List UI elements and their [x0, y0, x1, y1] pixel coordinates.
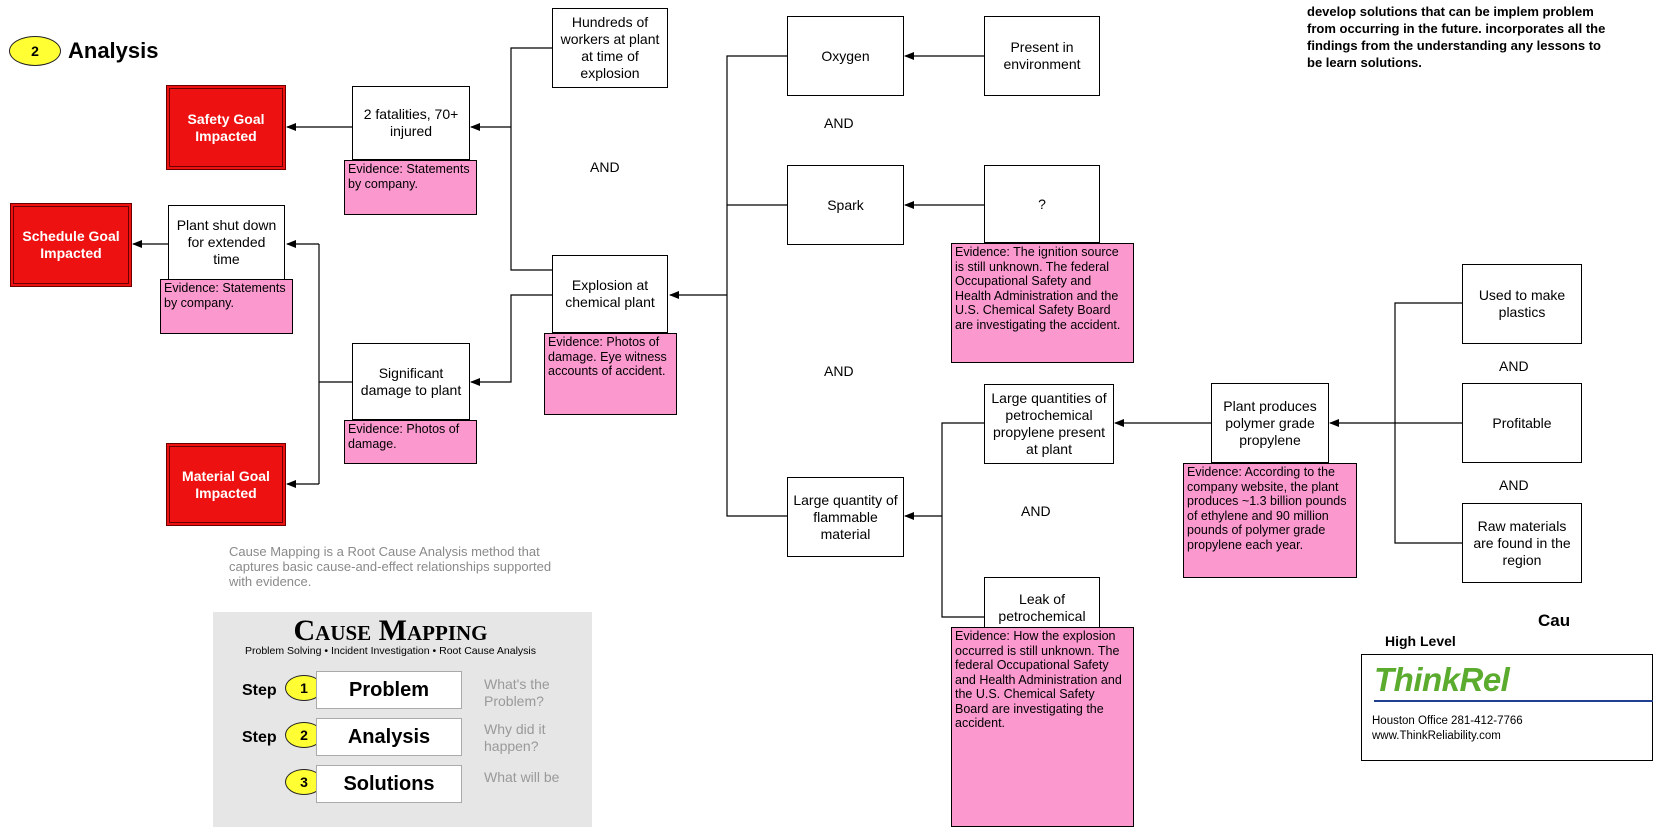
logo-underline [1374, 700, 1653, 702]
safety-goal-box: Safety Goal Impacted [166, 85, 286, 170]
propylene-present-box: Large quantities of petrochemical propyl… [984, 384, 1114, 464]
spark-evidence: Evidence: The ignition source is still u… [951, 243, 1134, 363]
website-link[interactable]: www.ThinkReliability.com [1372, 730, 1501, 742]
step-label: Step [242, 729, 277, 746]
and-label: AND [1499, 477, 1529, 493]
bottom-right-heading: Cau [1538, 611, 1571, 630]
present-environment-box: Present in environment [984, 16, 1100, 96]
step-3-question: What will be [484, 769, 560, 785]
high-level-label: High Level [1385, 633, 1456, 649]
oxygen-box: Oxygen [787, 16, 904, 96]
explosion-evidence: Evidence: Photos of damage. Eye witness … [544, 333, 677, 415]
cause-mapping-subtitle: Problem Solving • Incident Investigation… [244, 645, 536, 657]
thinkreliability-logo: ThinkRel [1374, 661, 1510, 698]
hundreds-workers-box: Hundreds of workers at plant at time of … [552, 8, 668, 88]
damage-evidence: Evidence: Photos of damage. [344, 420, 477, 464]
material-goal-box: Material Goal Impacted [166, 443, 286, 526]
and-label: AND [1021, 503, 1051, 519]
step-1-question: What's the Problem? [484, 676, 550, 709]
office-phone: Houston Office 281-412-7766 [1372, 715, 1523, 727]
cause-mapping-title: Cause Mapping [293, 614, 488, 647]
intro-paragraph: develop solutions that can be implem pro… [1307, 4, 1606, 70]
plant-shut-evidence: Evidence: Statements by company. [160, 279, 293, 334]
leak-evidence: Evidence: How the explosion occurred is … [951, 627, 1134, 827]
cause-mapping-caption: Cause Mapping is a Root Cause Analysis m… [229, 544, 552, 589]
profitable-box: Profitable [1462, 383, 1582, 463]
and-label: AND [590, 159, 620, 175]
used-for-plastics-box: Used to make plastics [1462, 264, 1582, 344]
step-solutions-box: Solutions [316, 765, 462, 803]
step-2-badge: 2 [9, 36, 61, 66]
step-analysis-box: Analysis [316, 718, 462, 756]
cause-mapping-panel: Cause Mapping Problem Solving • Incident… [213, 612, 592, 827]
produces-propylene-box: Plant produces polymer grade propylene [1211, 383, 1329, 463]
unknown-ignition-box: ? [984, 165, 1100, 243]
and-label: AND [824, 115, 854, 131]
explosion-box: Explosion at chemical plant [552, 255, 668, 333]
and-label: AND [824, 363, 854, 379]
section-title: Analysis [68, 38, 159, 63]
spark-box: Spark [787, 165, 904, 245]
fatalities-box: 2 fatalities, 70+ injured [352, 86, 470, 160]
fatalities-evidence: Evidence: Statements by company. [344, 160, 477, 215]
schedule-goal-box: Schedule Goal Impacted [10, 203, 132, 287]
step-problem-box: Problem [316, 671, 462, 709]
damage-box: Significant damage to plant [352, 343, 470, 420]
step-2-question: Why did it happen? [484, 721, 546, 754]
plant-shut-box: Plant shut down for extended time [168, 205, 285, 280]
flammable-box: Large quantity of flammable material [787, 477, 904, 557]
raw-materials-box: Raw materials are found in the region [1462, 503, 1582, 583]
step-label: Step [242, 682, 277, 699]
thinkreliability-panel: ThinkRel Houston Office 281-412-7766 www… [1361, 654, 1653, 761]
and-label: AND [1499, 358, 1529, 374]
produces-evidence: Evidence: According to the company websi… [1183, 463, 1357, 578]
